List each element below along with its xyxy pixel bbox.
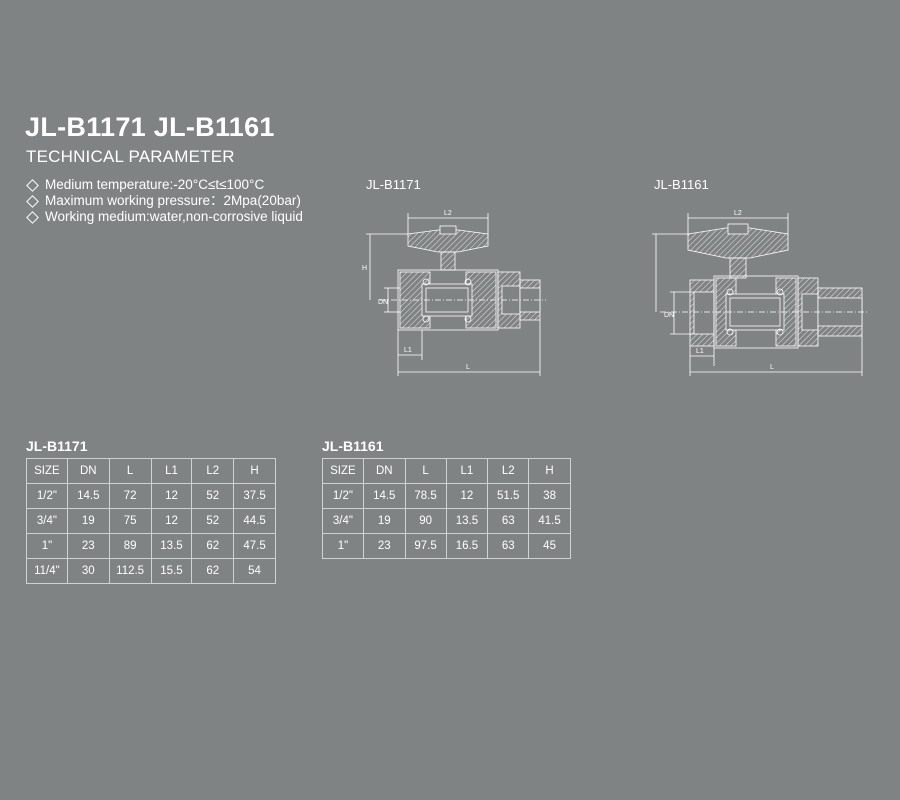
table-row: 1/2" 14.5 72 12 52 37.5 — [26, 483, 276, 509]
table-row: 11/4" 30 112.5 15.5 62 54 — [26, 558, 276, 584]
table-cell: 63 — [487, 508, 530, 534]
table-row: 3/4" 19 75 12 52 44.5 — [26, 508, 276, 534]
table-cell: 78.5 — [404, 483, 447, 509]
column-header: SIZE — [322, 458, 364, 484]
dim-l-right: L — [770, 364, 774, 371]
table-row: 1/2" 14.5 78.5 12 51.5 38 — [322, 483, 571, 509]
table-row: 1" 23 89 13.5 62 47.5 — [26, 533, 276, 559]
valve-drawing-right: L2 DN L1 L — [650, 200, 870, 380]
table-cell: 37.5 — [233, 483, 276, 509]
table-cell: 51.5 — [487, 483, 530, 509]
dim-dn-right: DN — [664, 312, 674, 319]
table-cell: 112.5 — [108, 558, 152, 584]
table-cell: 63 — [487, 533, 530, 559]
dim-l2-left: L2 — [444, 210, 452, 217]
table-row: 3/4" 19 90 13.5 63 41.5 — [322, 508, 571, 534]
table-title-b1161: JL-B1161 — [322, 438, 384, 454]
column-header: L2 — [487, 458, 530, 484]
column-header: DN — [66, 458, 110, 484]
table-cell: 19 — [66, 508, 110, 534]
valve-drawing-left-svg: L2 H DN L1 L — [362, 210, 546, 376]
table-cell: 89 — [108, 533, 152, 559]
column-header: H — [233, 458, 276, 484]
column-header: H — [528, 458, 571, 484]
table-cell: 62 — [191, 533, 235, 559]
table-cell: 97.5 — [404, 533, 447, 559]
dim-h-left: H — [362, 265, 367, 272]
spec-list: Medium temperature:-20°C≤t≤100°C Maximum… — [26, 177, 303, 225]
column-header: SIZE — [26, 458, 68, 484]
table-title-b1171: JL-B1171 — [26, 438, 88, 454]
table-cell: 13.5 — [445, 508, 489, 534]
page-title: JL-B1171 JL-B1161 — [25, 112, 275, 142]
table-cell: 47.5 — [233, 533, 276, 559]
table-cell: 75 — [108, 508, 152, 534]
table-cell: 15.5 — [150, 558, 193, 584]
diamond-bullet-icon — [26, 178, 39, 192]
spec-text: Medium temperature:-20°C≤t≤100°C — [45, 177, 265, 192]
table-cell: 14.5 — [362, 483, 406, 509]
column-header: L — [404, 458, 447, 484]
dim-dn-left: DN — [378, 299, 388, 306]
table-cell: 62 — [191, 558, 235, 584]
figure-label-right: JL-B1161 — [654, 177, 709, 192]
column-header: DN — [362, 458, 406, 484]
table-cell: 16.5 — [445, 533, 489, 559]
table-cell: 3/4" — [322, 508, 364, 534]
table-cell: 13.5 — [150, 533, 193, 559]
valve-drawing-left: L2 H DN L1 L — [360, 200, 550, 380]
table-cell: 12 — [150, 483, 193, 509]
spec-item: Working medium:water,non-corrosive liqui… — [26, 209, 303, 225]
dim-l2-right: L2 — [734, 210, 742, 217]
diamond-bullet-icon — [26, 194, 39, 208]
table-cell: 44.5 — [233, 508, 276, 534]
spec-text: Working medium:water,non-corrosive liqui… — [45, 209, 303, 224]
table-cell: 1" — [322, 533, 364, 559]
table-cell: 12 — [150, 508, 193, 534]
column-header: L2 — [191, 458, 235, 484]
table-cell: 52 — [191, 483, 235, 509]
table-cell: 54 — [233, 558, 276, 584]
spec-item: Maximum working pressure：2Mpa(20bar) — [26, 193, 303, 209]
dim-l1-left: L1 — [404, 347, 412, 354]
table-header-row: SIZE DN L L1 L2 H — [26, 458, 276, 484]
table-header-row: SIZE DN L L1 L2 H — [322, 458, 571, 484]
table-cell: 1/2" — [26, 483, 68, 509]
table-cell: 30 — [66, 558, 110, 584]
table-cell: 19 — [362, 508, 406, 534]
spec-item: Medium temperature:-20°C≤t≤100°C — [26, 177, 303, 193]
table-cell: 14.5 — [66, 483, 110, 509]
table-cell: 1" — [26, 533, 68, 559]
table-cell: 23 — [362, 533, 406, 559]
table-cell: 23 — [66, 533, 110, 559]
spec-table-b1171: SIZE DN L L1 L2 H 1/2" 14.5 72 12 52 37.… — [26, 458, 276, 584]
page-subtitle: TECHNICAL PARAMETER — [26, 147, 235, 166]
table-cell: 52 — [191, 508, 235, 534]
dim-l1-right: L1 — [696, 348, 704, 355]
column-header: L1 — [445, 458, 489, 484]
column-header: L1 — [150, 458, 193, 484]
table-cell: 72 — [108, 483, 152, 509]
table-cell: 12 — [445, 483, 489, 509]
spec-text: Maximum working pressure：2Mpa(20bar) — [45, 193, 301, 208]
valve-drawing-right-svg: L2 DN L1 L — [652, 210, 868, 376]
table-cell: 3/4" — [26, 508, 68, 534]
table-cell: 11/4" — [26, 558, 68, 584]
figure-label-left: JL-B1171 — [366, 177, 421, 192]
table-cell: 38 — [528, 483, 571, 509]
table-cell: 45 — [528, 533, 571, 559]
table-cell: 1/2" — [322, 483, 364, 509]
spec-table-b1161: SIZE DN L L1 L2 H 1/2" 14.5 78.5 12 51.5… — [322, 458, 571, 559]
diamond-bullet-icon — [26, 210, 39, 224]
table-cell: 90 — [404, 508, 447, 534]
column-header: L — [108, 458, 152, 484]
table-row: 1" 23 97.5 16.5 63 45 — [322, 533, 571, 559]
dim-l-left: L — [466, 364, 470, 371]
table-cell: 41.5 — [528, 508, 571, 534]
